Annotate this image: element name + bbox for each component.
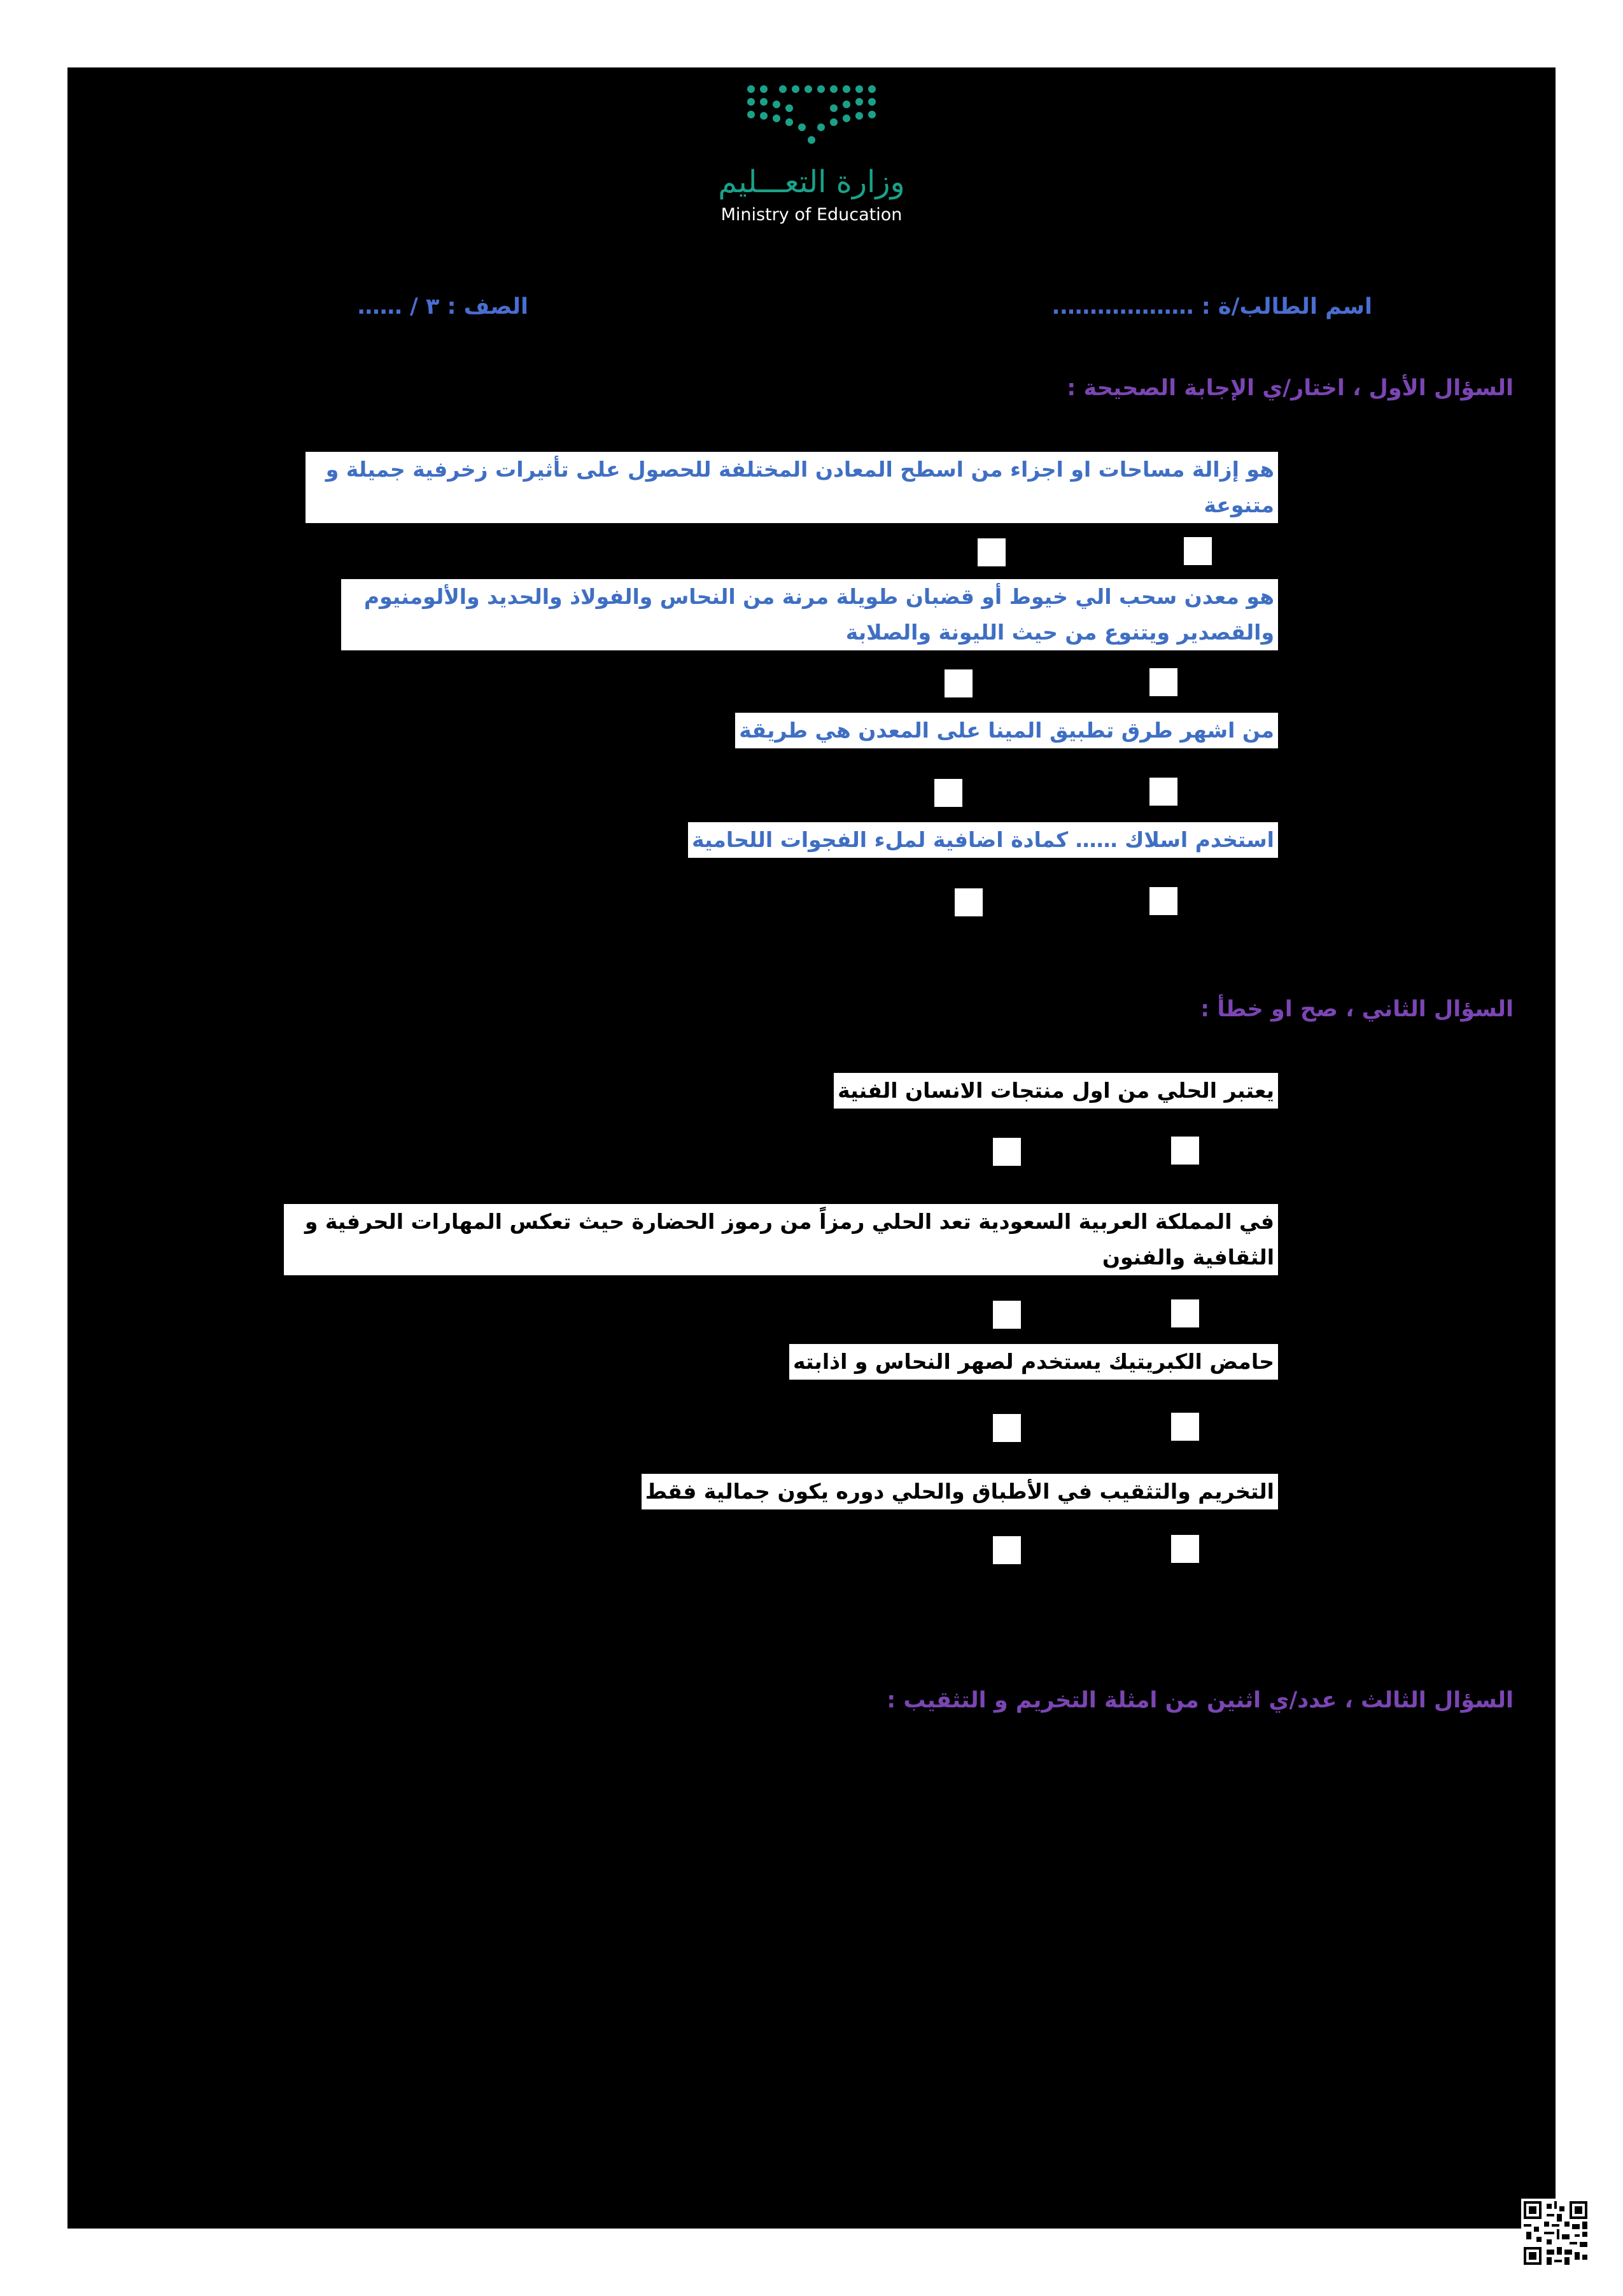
q2-item-4-true-box[interactable] xyxy=(1171,1535,1199,1563)
q1-item-2-line1: هو معدن سحب الي خيوط أو قضبان طويلة مرنة… xyxy=(363,584,1274,609)
class-label: الصف : ٣ / …… xyxy=(357,294,528,319)
q2-item-1-false-box[interactable] xyxy=(993,1138,1021,1166)
q2-heading: السؤال الثاني ، صح او خطأ : xyxy=(1200,997,1514,1022)
q2-item-2-line1: في المملكة العربية السعودية تعد الحلي رم… xyxy=(304,1209,1274,1234)
qr-code-icon xyxy=(1521,2199,1590,2267)
q1-item-1-line2: متنوعة xyxy=(1204,493,1274,517)
q1-item-4-choice-a[interactable] xyxy=(1149,887,1177,915)
q1-item-2: هو معدن سحب الي خيوط أو قضبان طويلة مرنة… xyxy=(341,579,1278,650)
q2-item-1-line1: يعتبر الحلي من اول منتجات الانسان الفنية xyxy=(838,1078,1274,1103)
q1-heading: السؤال الأول ، اختار/ي الإجابة الصحيحة : xyxy=(1067,375,1514,401)
q1-item-3-line1: من اشهر طرق تطبيق المينا على المعدن هي ط… xyxy=(739,718,1274,743)
q1-item-2-choice-a[interactable] xyxy=(1149,668,1177,696)
q1-item-2-choice-b[interactable] xyxy=(945,669,973,697)
q2-item-2-line2: الثقافية والفنون xyxy=(1102,1245,1274,1270)
worksheet-sheet xyxy=(67,67,1556,2229)
q1-item-4: استخدم اسلاك …… كمادة اضافية لملء الفجوا… xyxy=(687,822,1278,858)
q1-item-4-choice-b[interactable] xyxy=(955,888,983,916)
q1-item-1-line1: هو إزالة مساحات او اجزاء من اسطح المعادن… xyxy=(325,457,1274,482)
q2-item-3-true-box[interactable] xyxy=(1171,1413,1199,1441)
logo-dots-icon xyxy=(747,85,876,144)
q2-item-4-line1: التخريم والتثقيب في الأطباق والحلي دوره … xyxy=(645,1479,1274,1504)
q2-item-1-true-box[interactable] xyxy=(1171,1137,1199,1165)
q1-item-2-line2: والقصدير ويتنوع من حيث الليونة والصلابة xyxy=(845,620,1274,645)
q1-item-3-choice-a[interactable] xyxy=(1149,778,1177,806)
q2-item-4-false-box[interactable] xyxy=(993,1536,1021,1564)
ministry-logo: وزارة التعـــليم Ministry of Education xyxy=(668,83,955,229)
q1-item-3: من اشهر طرق تطبيق المينا على المعدن هي ط… xyxy=(735,713,1278,748)
student-name-label: اسم الطالب/ة : ………………. xyxy=(1051,294,1372,319)
q2-item-3: حامض الكبريتيك يستخدم لصهر النحاس و اذاب… xyxy=(789,1344,1278,1380)
q1-item-4-line1: استخدم اسلاك …… كمادة اضافية لملء الفجوا… xyxy=(691,827,1274,852)
q2-item-1: يعتبر الحلي من اول منتجات الانسان الفنية xyxy=(834,1073,1278,1109)
q2-item-2: في المملكة العربية السعودية تعد الحلي رم… xyxy=(284,1204,1278,1275)
logo-english-text: Ministry of Education xyxy=(720,205,903,225)
logo-arabic-text: وزارة التعـــليم xyxy=(718,164,905,200)
q2-item-2-true-box[interactable] xyxy=(1171,1299,1199,1327)
q1-item-1-choice-a[interactable] xyxy=(1184,537,1212,565)
q2-item-4: التخريم والتثقيب في الأطباق والحلي دوره … xyxy=(641,1474,1278,1509)
q2-item-2-false-box[interactable] xyxy=(993,1301,1021,1329)
q3-heading: السؤال الثالث ، عدد/ي اثنين من امثلة الت… xyxy=(887,1688,1514,1713)
q2-item-3-false-box[interactable] xyxy=(993,1414,1021,1442)
q1-item-1-choice-b[interactable] xyxy=(978,538,1006,566)
q1-item-1: هو إزالة مساحات او اجزاء من اسطح المعادن… xyxy=(306,452,1278,523)
q2-item-3-line1: حامض الكبريتيك يستخدم لصهر النحاس و اذاب… xyxy=(792,1349,1274,1374)
q1-item-3-choice-b[interactable] xyxy=(934,779,962,807)
